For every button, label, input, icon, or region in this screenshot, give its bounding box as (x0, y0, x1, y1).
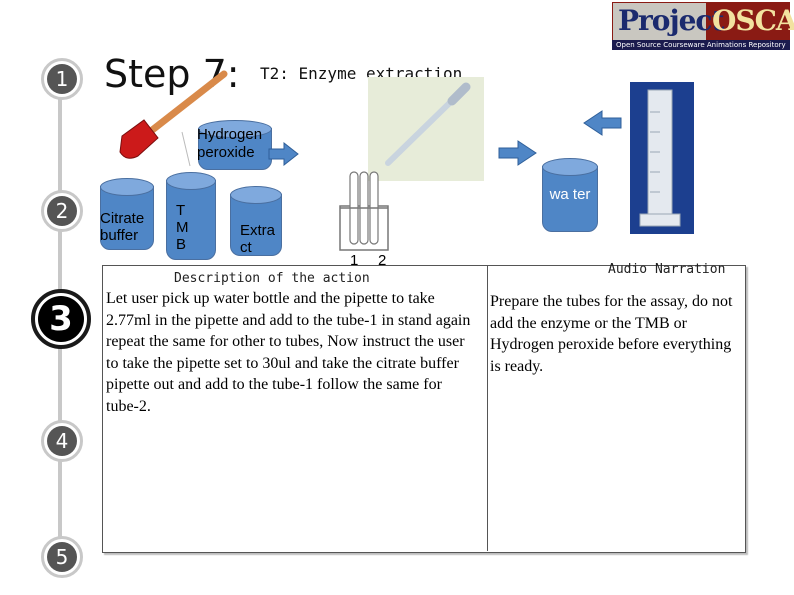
extract-label: Extra ct (240, 222, 276, 256)
step-marker-3[interactable]: 3 (31, 289, 91, 349)
step-marker-5[interactable]: 5 (41, 536, 83, 578)
water-beaker[interactable]: wa ter (542, 158, 598, 232)
storyboard-table (102, 265, 746, 553)
table-divider (487, 265, 488, 551)
logo-word-project: Project (618, 4, 724, 37)
logo-tagline: Open Source Courseware Animations Reposi… (616, 41, 786, 49)
tube-label-1: 1 (350, 252, 359, 269)
project-oscar-logo: Project OSCAR Open Source Courseware Ani… (612, 2, 794, 50)
water-label: wa ter (549, 186, 591, 203)
step-marker-1-label: 1 (47, 64, 77, 94)
measuring-cylinder-icon (639, 89, 681, 227)
description-header: Description of the action (174, 271, 370, 286)
logo-word-oscar: OSCAR (712, 4, 794, 37)
tmb-label: T M B (176, 202, 189, 253)
audio-narration-text: Prepare the tubes for the assay, do not … (490, 293, 733, 375)
step-marker-2-label: 2 (47, 196, 77, 226)
citrate-buffer-label: Citrate buffer (100, 210, 145, 244)
spatula-icon[interactable] (112, 70, 232, 180)
tmb-beaker[interactable] (166, 172, 216, 260)
test-tube-rack-icon[interactable] (338, 168, 392, 252)
audio-narration-header: Audio Narration (608, 262, 726, 277)
pipette-icon (385, 82, 471, 166)
hydrogen-peroxide-label: Hydrogen peroxide (197, 126, 263, 161)
step-marker-4-label: 4 (47, 426, 77, 456)
step-marker-3-label: 3 (38, 296, 84, 342)
step-marker-5-label: 5 (47, 542, 77, 572)
tube-label-2: 2 (378, 252, 387, 269)
arrow-left-icon (583, 110, 622, 136)
page-title: Step 7: (104, 52, 240, 96)
arrow-right-icon (268, 142, 299, 166)
step-marker-1[interactable]: 1 (41, 58, 83, 100)
citrate-buffer-beaker[interactable] (100, 178, 154, 250)
measuring-cylinder-image[interactable] (630, 82, 694, 234)
step-marker-4[interactable]: 4 (41, 420, 83, 462)
description-text: Let user pick up water bottle and the pi… (106, 290, 471, 415)
pipette-image[interactable] (368, 77, 484, 181)
arrow-right-icon (498, 140, 537, 166)
step-marker-2[interactable]: 2 (41, 190, 83, 232)
extract-beaker[interactable] (230, 186, 282, 256)
